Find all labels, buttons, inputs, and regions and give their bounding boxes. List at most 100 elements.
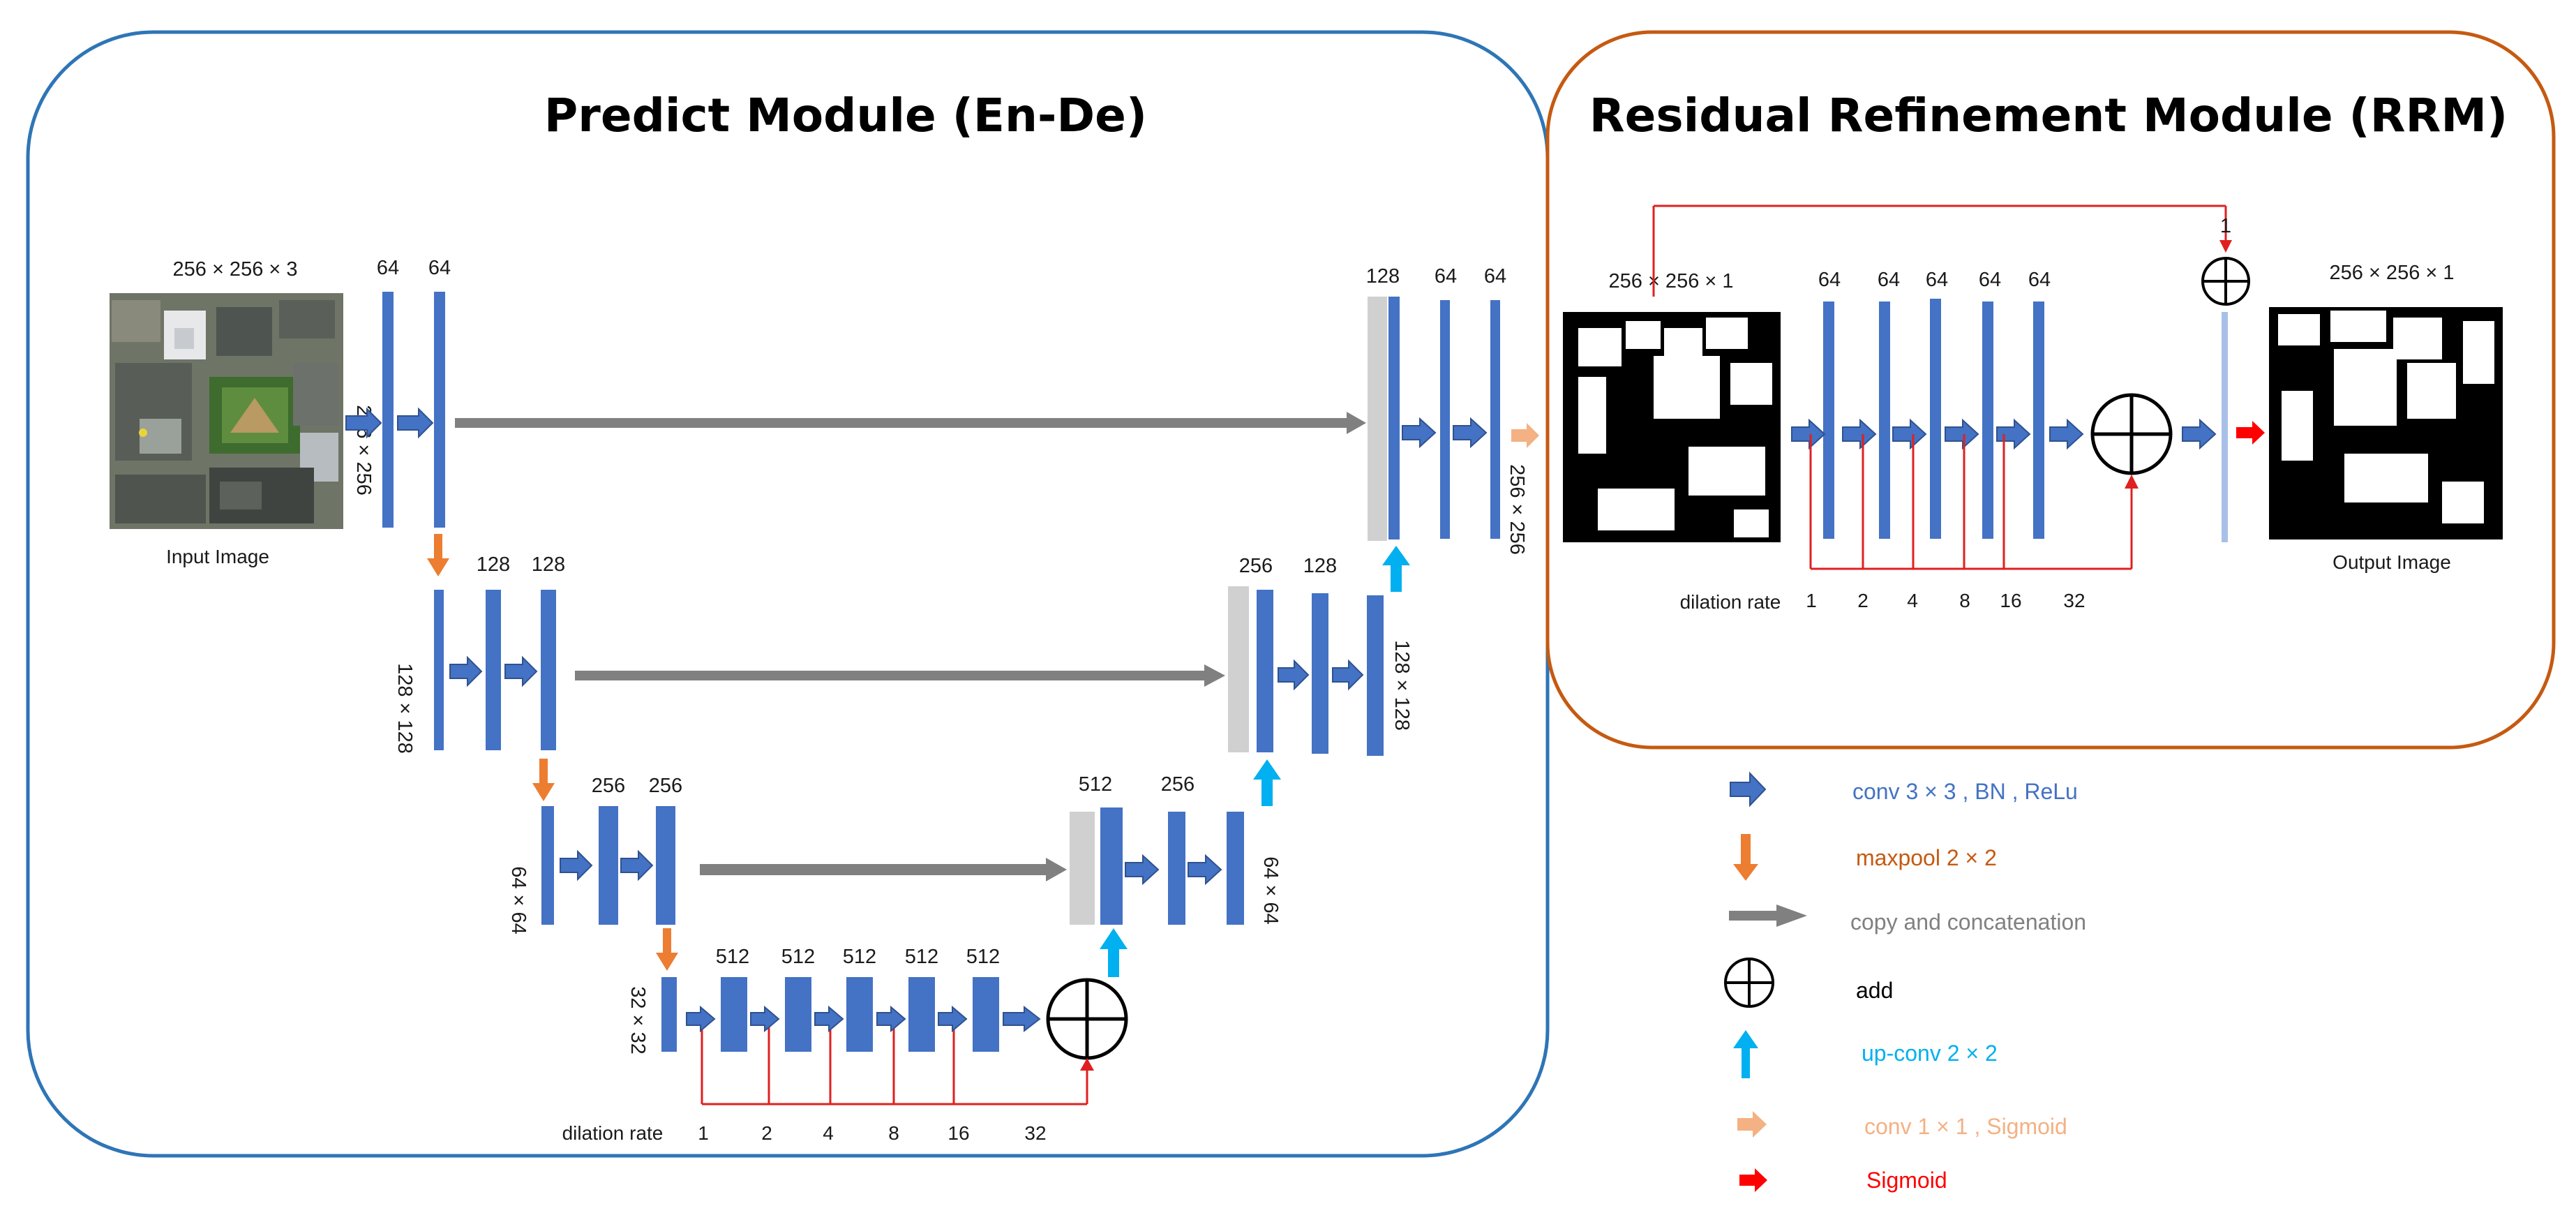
orange-arrow-icon — [1733, 834, 1758, 881]
rrm-ch-1: 64 — [1818, 269, 1841, 291]
dec2-concat-block — [1228, 586, 1249, 752]
dec2-ch-b: 128 — [1303, 555, 1337, 577]
conv-arrows — [345, 407, 1488, 1033]
rrm-dilation-lines — [1809, 434, 2133, 570]
bottleneck-ch-2: 512 — [781, 946, 815, 968]
legend-text-copy: copy and concatenation — [1850, 909, 2086, 935]
bottleneck-block-5 — [973, 977, 999, 1052]
bottleneck-rate-3: 8 — [888, 1122, 899, 1144]
bottleneck-dilation-arrowhead — [1080, 1058, 1094, 1071]
bottleneck-rate-5: 32 — [1024, 1122, 1046, 1144]
bottleneck-block-1 — [721, 977, 747, 1052]
output-image-caption: Output Image — [2332, 551, 2451, 573]
enc3-ch-c: 256 — [649, 775, 682, 797]
dec1-ch-b: 64 — [1435, 265, 1457, 288]
bottleneck-spatial: 32 × 32 — [627, 986, 649, 1055]
rrm-input-mask — [1563, 312, 1781, 542]
gray-arrow-head — [1776, 904, 1807, 927]
bottleneck-rate-1: 2 — [761, 1122, 772, 1144]
bottleneck-dilation-lines — [701, 1019, 1088, 1106]
rrm-ch-2: 64 — [1878, 269, 1900, 291]
dec2-spatial: 128 × 128 — [1391, 640, 1413, 731]
upconv-arrows — [1100, 546, 1410, 977]
rrm-rate-0: 1 — [1806, 590, 1817, 611]
residual-path — [1652, 204, 2227, 297]
rrm-blocks — [1823, 299, 2044, 539]
dec1-spatial: 256 × 256 — [1506, 464, 1528, 555]
rrm-block-5 — [2033, 302, 2044, 539]
enc2-ch-b: 128 — [477, 553, 510, 576]
residual-arrowhead — [2219, 240, 2232, 253]
dec1-ch-a: 128 — [1366, 265, 1400, 288]
legend: conv 3 × 3 , BN , ReLu maxpool 2 × 2 cop… — [1724, 771, 2086, 1193]
rrm-conv-arrows — [1791, 418, 2217, 450]
legend-text-conv: conv 3 × 3 , BN , ReLu — [1852, 779, 2078, 804]
enc3-ch-b: 256 — [592, 775, 625, 797]
rrm-ch-5: 64 — [2028, 269, 2051, 291]
dec3-concat-block — [1070, 812, 1095, 925]
enc1-ch-a: 64 — [377, 257, 399, 279]
legend-text-add: add — [1856, 978, 1893, 1003]
legend-text-maxpool: maxpool 2 × 2 — [1856, 845, 1997, 870]
rrm-block-3 — [1930, 299, 1941, 539]
bottleneck-rate-2: 4 — [823, 1122, 834, 1144]
dec3-block-a — [1100, 807, 1123, 925]
rrm-input-size: 256 × 256 × 1 — [1609, 270, 1734, 292]
legend-text-conv1x1: conv 1 × 1 , Sigmoid — [1864, 1114, 2067, 1139]
bottleneck-ch-4: 512 — [905, 946, 938, 968]
input-image-caption: Input Image — [166, 546, 269, 567]
residual-label: 1 — [2220, 215, 2231, 237]
dec3-spatial: 64 × 64 — [1259, 856, 1282, 925]
enc1-block-a — [382, 292, 394, 528]
rrm-rate-3: 8 — [1959, 590, 1970, 611]
rrm-output-bar — [2222, 312, 2228, 542]
enc3-block-c — [656, 806, 675, 925]
rrm-module-box — [1545, 30, 2556, 750]
input-image — [110, 293, 343, 529]
rrm-dilation-arrowhead — [2125, 475, 2139, 489]
legend-text-sigmoid: Sigmoid — [1866, 1168, 1947, 1193]
enc2-block-a — [434, 590, 444, 750]
bottleneck-block-0 — [661, 977, 677, 1052]
rrm-dilation-label: dilation rate — [1680, 591, 1781, 613]
rrm-rate-1: 2 — [1857, 590, 1869, 611]
enc3-block-b — [599, 806, 618, 925]
rrm-rate-4: 16 — [2000, 590, 2021, 611]
bottleneck-block-2 — [785, 977, 811, 1052]
output-size-label: 256 × 256 × 1 — [2330, 262, 2455, 284]
rrm-block-2 — [1879, 302, 1890, 539]
bottleneck-block-4 — [908, 977, 935, 1052]
rrm-sigmoid-arrow — [2236, 421, 2265, 445]
dec3-ch-a: 512 — [1079, 773, 1112, 796]
maxpool-arrows — [427, 534, 678, 971]
cyan-arrow-icon — [1733, 1030, 1758, 1078]
dec2-block-c — [1367, 595, 1384, 756]
bottleneck-ch-1: 512 — [716, 946, 749, 968]
blue-arrow-icon — [1730, 771, 1767, 807]
rrm-block-1 — [1823, 302, 1834, 539]
enc1-ch-b: 64 — [428, 257, 451, 279]
rrm-ch-4: 64 — [1979, 269, 2001, 291]
dec1-ch-c: 64 — [1484, 265, 1506, 288]
output-image — [2269, 307, 2503, 539]
rrm-block-4 — [1982, 302, 1993, 539]
dec2-block-a — [1257, 590, 1273, 752]
rrm-module-title: Residual Refinement Module (RRM) — [1589, 89, 2508, 142]
bottleneck-ch-3: 512 — [843, 946, 876, 968]
conv1x1-arrow — [1511, 423, 1539, 448]
enc2-ch-c: 128 — [532, 553, 565, 576]
skip-connections — [455, 412, 1366, 881]
predict-module-title: Predict Module (En-De) — [544, 89, 1147, 142]
rrm-ch-3: 64 — [1926, 269, 1948, 291]
enc2-block-c — [541, 590, 556, 750]
bottleneck-rate-0: 1 — [698, 1122, 709, 1144]
enc3-block-a — [541, 806, 554, 925]
gray-arrow-icon — [1729, 911, 1778, 921]
input-size-label: 256 × 256 × 3 — [173, 258, 298, 281]
bottleneck-rate-4: 16 — [948, 1122, 969, 1144]
red-arrow-icon — [1739, 1168, 1767, 1192]
enc2-spatial: 128 × 128 — [394, 663, 416, 754]
dec3-block-c — [1227, 812, 1244, 925]
dec1-block-b — [1440, 300, 1450, 539]
